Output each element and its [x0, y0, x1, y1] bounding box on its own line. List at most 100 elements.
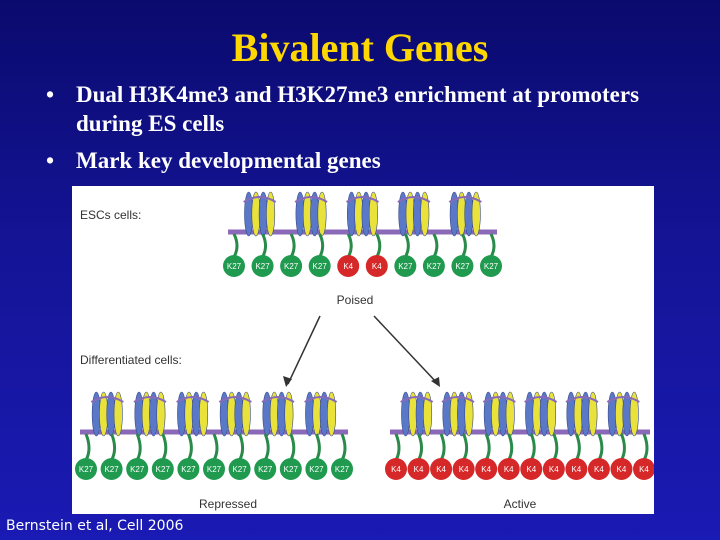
- nucleosome: [565, 391, 599, 437]
- bullet-dot: •: [46, 82, 55, 107]
- k4-mark: [385, 458, 407, 480]
- k27-mark: [251, 255, 274, 277]
- histone-tail: [529, 433, 536, 461]
- histone-tail: [375, 233, 382, 258]
- histone: [156, 391, 166, 437]
- histone-tail: [462, 433, 469, 461]
- mark-label: K4: [639, 465, 649, 474]
- mark-label: K4: [343, 262, 353, 271]
- mark-label: K27: [207, 465, 222, 474]
- repressed-label: Repressed: [199, 497, 257, 511]
- histone: [368, 191, 378, 237]
- dna-wrap: [243, 196, 277, 203]
- k27-mark: [151, 458, 174, 480]
- nucleosome: [345, 191, 380, 237]
- histone-tail: [574, 433, 581, 461]
- histone-tail: [417, 433, 424, 461]
- nucleosome: [304, 391, 338, 437]
- histone: [420, 191, 430, 237]
- histone-tail: [439, 433, 446, 461]
- dna-wrap: [482, 396, 516, 403]
- arrowhead-repressed: [283, 376, 292, 387]
- k4-mark: [520, 458, 543, 480]
- dna-wrap: [90, 396, 124, 403]
- k27-mark: [422, 255, 445, 277]
- histone-tail: [161, 433, 168, 461]
- histone: [471, 191, 481, 237]
- bullet-item: • Dual H3K4me3 and H3K27me3 enrichment a…: [46, 80, 686, 138]
- k4-mark: [407, 458, 430, 480]
- histone: [629, 391, 639, 437]
- bullet-text: Mark key developmental genes: [76, 148, 381, 173]
- mark-label: K27: [258, 465, 273, 474]
- citation: Bernstein et al, Cell 2006: [6, 518, 184, 534]
- k27-mark: [394, 255, 417, 277]
- mark-label: K27: [130, 465, 145, 474]
- nucleosome: [243, 191, 277, 237]
- nucleosome: [400, 391, 434, 437]
- mark-label: K27: [232, 465, 247, 474]
- mark-label: K27: [284, 465, 299, 474]
- k27-mark: [75, 458, 97, 480]
- k27-mark: [254, 458, 277, 480]
- nucleosome: [448, 191, 482, 237]
- nucleosome: [441, 391, 475, 437]
- histone-tail: [432, 233, 439, 258]
- k27-mark: [480, 255, 502, 277]
- mark-label: K27: [181, 465, 196, 474]
- mark-label: K4: [372, 262, 382, 271]
- histone-tail: [403, 233, 410, 258]
- histone-tail: [314, 433, 321, 461]
- dna-wrap: [304, 396, 338, 403]
- histone-tail: [346, 233, 353, 258]
- k27-mark: [223, 255, 245, 277]
- histone: [464, 391, 474, 437]
- k27-mark: [126, 458, 149, 480]
- active-label: Active: [504, 497, 537, 511]
- k4-mark: [452, 458, 475, 480]
- k4-mark: [430, 458, 453, 480]
- nucleosome: [397, 191, 431, 237]
- mark-label: K4: [549, 465, 559, 474]
- histone: [327, 391, 337, 437]
- k4-mark: [337, 255, 360, 277]
- k27-mark: [177, 458, 200, 480]
- mark-label: K27: [398, 262, 413, 271]
- nucleosome: [261, 391, 295, 437]
- dna-wrap: [606, 396, 640, 403]
- mark-label: K4: [504, 465, 514, 474]
- histone: [284, 391, 294, 437]
- mark-label: K27: [284, 262, 299, 271]
- bullet-list: • Dual H3K4me3 and H3K27me3 enrichment a…: [46, 80, 686, 175]
- mark-label: K4: [571, 465, 581, 474]
- dna-wrap: [345, 196, 380, 203]
- dna-wrap: [565, 396, 599, 403]
- histone-tail: [552, 433, 559, 461]
- histone: [113, 391, 123, 437]
- dna-wrap: [261, 396, 295, 403]
- k27-mark: [100, 458, 123, 480]
- histone: [423, 391, 433, 437]
- k4-mark: [587, 458, 610, 480]
- nucleosome: [176, 391, 210, 437]
- nucleosome: [90, 391, 124, 437]
- histone-tail: [186, 433, 193, 461]
- mark-label: K4: [594, 465, 604, 474]
- nucleosome: [218, 391, 252, 437]
- histone-tail: [318, 233, 325, 258]
- histone-tail: [289, 433, 296, 461]
- k4-mark: [365, 255, 388, 277]
- dna-wrap: [133, 396, 167, 403]
- histone: [266, 191, 276, 237]
- histone-tail: [620, 433, 626, 461]
- nucleosome: [133, 391, 167, 437]
- k27-mark: [279, 458, 302, 480]
- histone-tail: [212, 433, 219, 461]
- histone: [199, 391, 209, 437]
- histone-tail: [507, 433, 514, 461]
- k27-mark: [308, 255, 331, 277]
- dna-wrap: [218, 396, 252, 403]
- nucleosome: [524, 391, 558, 437]
- histone-tail: [263, 433, 270, 461]
